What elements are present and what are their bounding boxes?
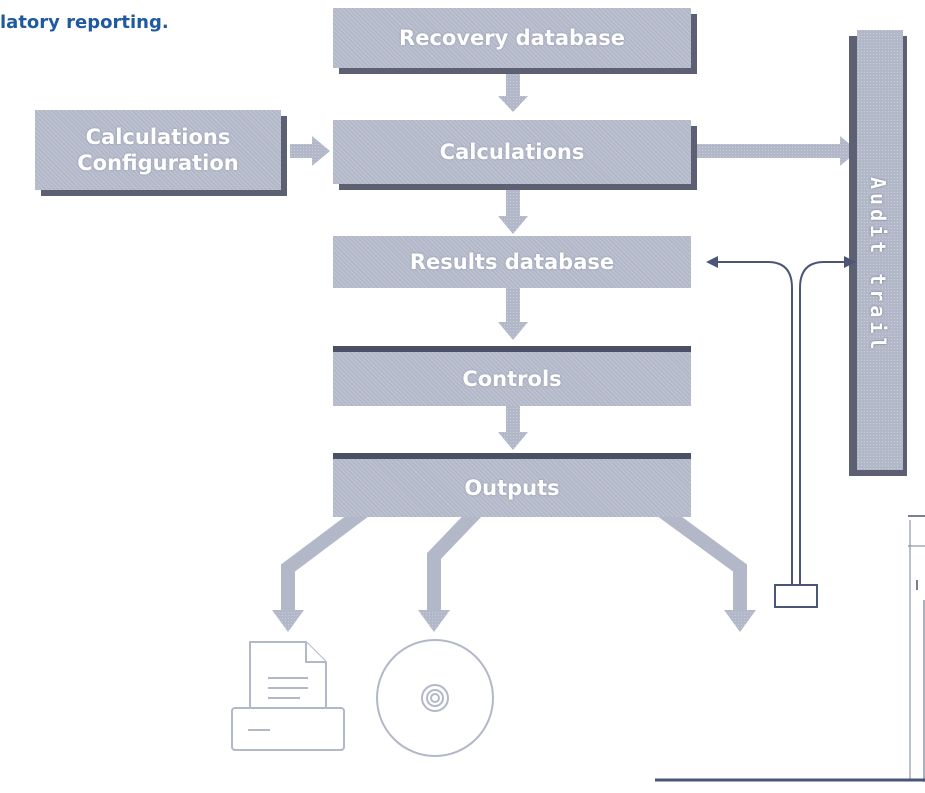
calculations-box: Calculations [333,120,691,184]
audit-trail-label: Audit trail [866,176,890,354]
arrow-output-middle [427,503,486,612]
outputs-box: Outputs [333,453,691,517]
arrow-output-left [281,502,373,612]
arrowhead-output-middle [418,610,450,632]
document-page [655,515,925,782]
terminal-box [774,584,818,608]
arrow-results-to-controls [498,284,528,340]
audit-trail-bar [857,30,903,470]
arrow-output-right [653,502,747,612]
arrow-calc-to-audit [696,136,858,166]
calculations-configuration-box: Calculations Configuration [35,110,281,190]
calculations-configuration-label: Calculations Configuration [77,124,239,175]
arrow-recovery-to-calc [498,70,528,112]
controls-box: Controls [333,346,691,406]
results-database-label: Results database [409,249,615,274]
arrow-calc-to-results [498,190,528,234]
arrowhead-output-right [724,610,756,632]
cd-disc-icon [376,639,494,757]
results-database-box: Results database [333,236,691,288]
arrow-config-to-calc [290,136,330,166]
connector-arrow-left [706,256,718,268]
controls-label: Controls [462,366,562,391]
arrowhead-output-left [272,610,304,632]
printer-icon [231,641,345,751]
outputs-label: Outputs [464,475,560,500]
figure-caption: latory reporting. [0,12,169,33]
connector-arrow-right [844,256,856,268]
arrow-controls-to-outputs [498,400,528,450]
recovery-database-label: Recovery database [399,25,625,50]
connector-lines [712,261,848,584]
recovery-database-box: Recovery database [333,8,691,68]
calculations-label: Calculations [439,139,585,164]
